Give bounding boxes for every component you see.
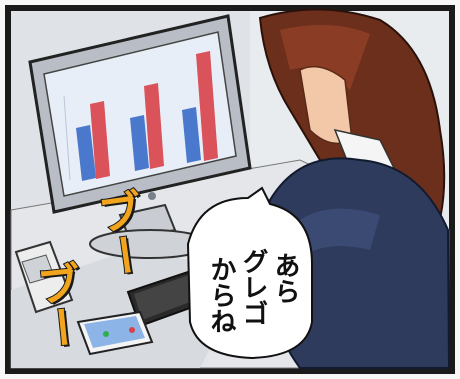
desk-phone-keypad — [21, 254, 55, 284]
screen-chart-axis — [63, 95, 71, 181]
sfx-buzz-upper: ブー — [86, 186, 151, 282]
smartphone-screen — [84, 316, 145, 348]
screen-chart-bar — [182, 107, 201, 163]
screen-chart-bar — [144, 83, 164, 169]
keyboard-keys — [134, 272, 206, 320]
speech-line-1: あら — [270, 252, 300, 304]
phone-decline-icon — [129, 327, 135, 333]
screen-chart — [63, 51, 218, 181]
screen-chart-bar — [196, 51, 218, 161]
woman-jacket-highlight — [300, 208, 380, 255]
screen-chart-bar — [76, 125, 96, 181]
screen-chart-bar — [130, 115, 149, 171]
woman-hair-highlight — [280, 24, 370, 90]
speech-line-3: からね — [206, 256, 236, 334]
phone-answer-icon — [103, 331, 109, 337]
speech-line-2: グレゴ — [238, 248, 268, 326]
screen-chart-bar — [90, 101, 110, 179]
speech-bubble — [186, 186, 313, 360]
sfx-buzz-lower: ブー — [26, 259, 88, 354]
monitor-power-light — [148, 192, 156, 200]
